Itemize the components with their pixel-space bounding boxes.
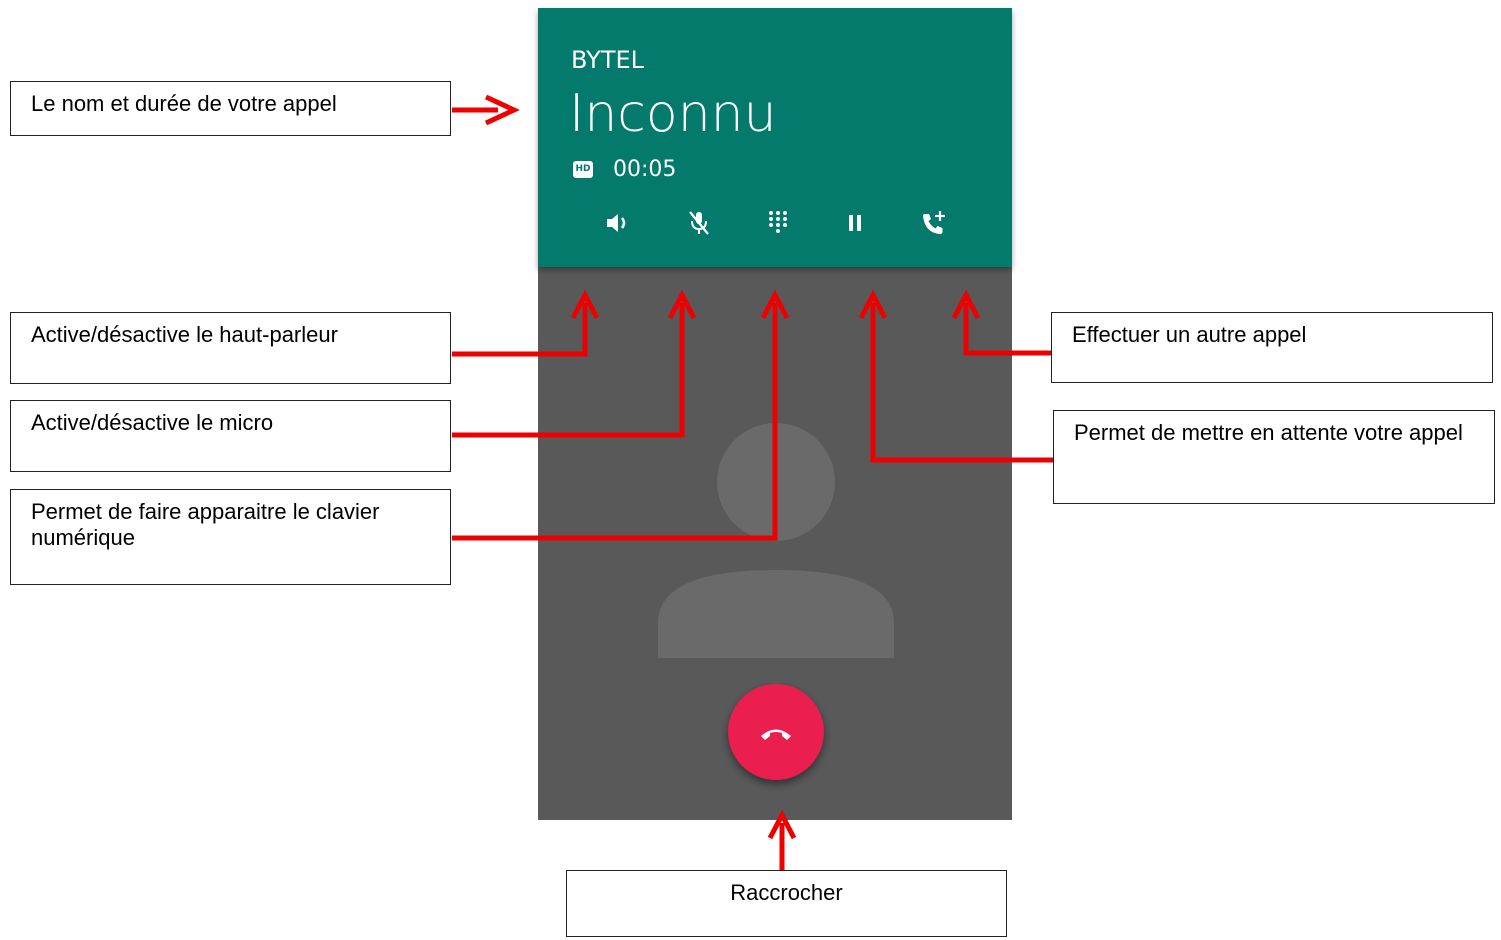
carrier-label: BYTEL [571,46,645,74]
callout-hold: Permet de mettre en attente votre appel [1053,410,1495,504]
call-duration: 00:05 [613,157,677,182]
callout-add-call: Effectuer un autre appel [1051,312,1493,383]
callout-speaker: Active/désactive le haut-parleur [10,312,451,384]
arrow-mic [452,303,685,438]
speaker-button[interactable] [600,206,640,240]
arrowhead-hold [858,289,888,320]
add-call-icon [923,211,945,234]
arrowhead-mic [667,289,697,320]
callout-keypad: Permet de faire apparaitre le clavier nu… [10,489,451,585]
dialpad-button[interactable] [758,206,798,240]
caller-name: Inconnu [569,84,777,144]
hold-button[interactable] [835,206,875,240]
pause-icon [849,215,861,231]
arrow-hold [870,303,1053,463]
add-call-button[interactable] [914,206,954,240]
call-screen: BYTEL Inconnu HD 00:05 [538,8,1012,820]
hangup-button[interactable] [728,684,824,780]
arrowhead-add-call [951,289,981,320]
arrow-add-call [963,303,1051,356]
hd-icon: HD [573,161,593,178]
arrow-keypad [452,303,778,541]
mic-off-icon [689,211,709,235]
arrowhead-name-duration [484,94,520,126]
arrowhead-hangup [767,809,797,840]
mute-button[interactable] [679,206,719,240]
arrowhead-keypad [760,289,790,320]
callout-name-duration: Le nom et durée de votre appel [10,81,451,136]
call-header: BYTEL Inconnu HD 00:05 [538,8,1012,267]
arrow-speaker [452,303,588,357]
callout-mic: Active/désactive le micro [10,400,451,472]
hangup-icon [761,729,791,740]
callout-hangup: Raccrocher [566,870,1007,937]
arrowhead-speaker [570,289,600,320]
speaker-icon [607,214,626,232]
dialpad-icon [769,211,787,233]
